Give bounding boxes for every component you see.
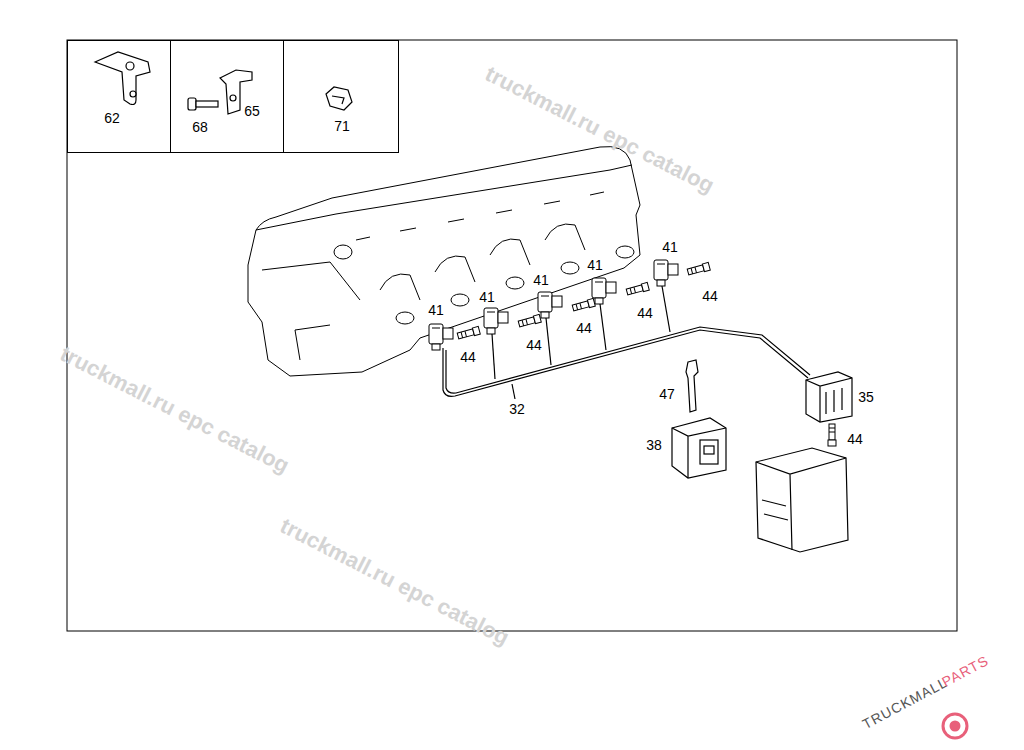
watermark: truckmall.ru epc catalog — [484, 65, 717, 194]
logo-text: PARTS — [939, 652, 991, 690]
wiring-harness — [443, 286, 810, 399]
callout-number: 62 — [104, 110, 120, 126]
sensors — [429, 260, 678, 350]
callout-number: 44 — [459, 349, 477, 365]
callout-number: 41 — [532, 272, 550, 288]
logo-text: TRUCKMALL — [860, 674, 950, 732]
inset-panel: 68 65 — [170, 40, 284, 153]
bolts — [457, 262, 836, 446]
inset-panel: 62 — [67, 40, 171, 153]
callout-number: 68 — [192, 119, 208, 135]
callout-number: 47 — [658, 386, 676, 402]
inset-panel: 71 — [283, 40, 399, 153]
callout-number: 41 — [427, 302, 445, 318]
callout-number: 44 — [846, 431, 864, 447]
callout-number: 71 — [334, 118, 350, 134]
inset-icons — [95, 52, 352, 114]
callout-number: 41 — [586, 257, 604, 273]
logo-gear — [943, 714, 967, 738]
callout-number: 65 — [244, 103, 260, 119]
callout-number: 41 — [661, 239, 679, 255]
callout-number: 44 — [525, 337, 543, 353]
frame — [67, 40, 957, 631]
connectors — [672, 360, 852, 552]
callout-number: 41 — [478, 289, 496, 305]
callout-number: 32 — [508, 401, 526, 417]
callout-number: 44 — [575, 320, 593, 336]
callout-number: 44 — [636, 305, 654, 321]
callout-number: 38 — [645, 437, 663, 453]
watermark: truckmall.ru epc catalog — [279, 517, 512, 646]
callout-number: 44 — [701, 288, 719, 304]
watermark: truckmall.ru epc catalog — [59, 345, 292, 474]
engine-block — [248, 147, 640, 376]
callout-number: 35 — [857, 389, 875, 405]
